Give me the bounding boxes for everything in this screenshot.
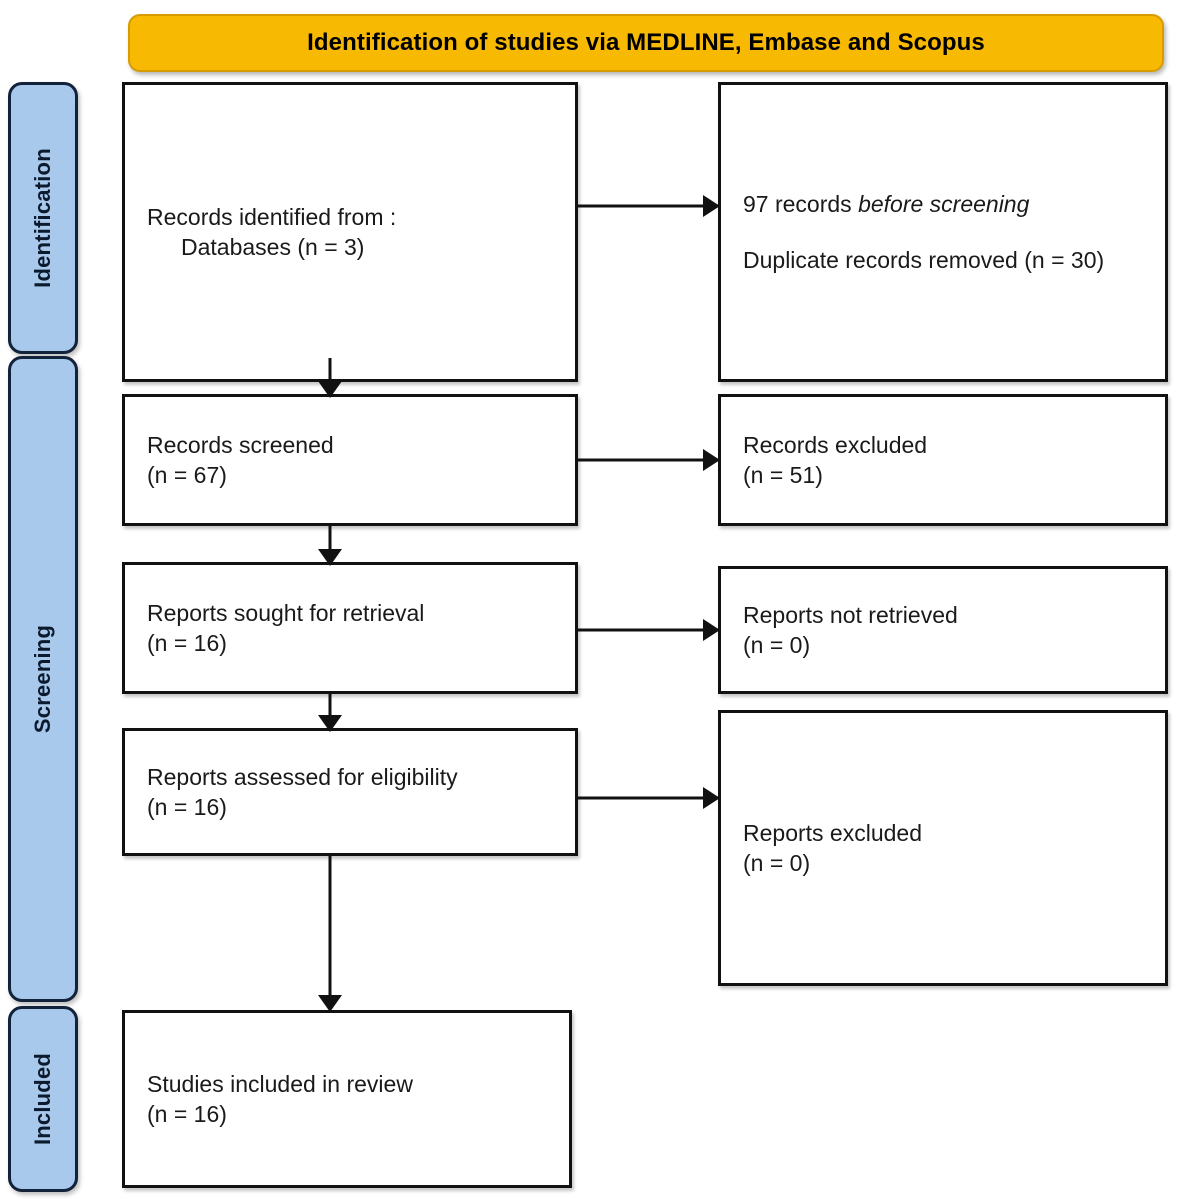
arrow-head-down-icon <box>318 995 342 1012</box>
arrow-head-down-icon <box>318 549 342 566</box>
box-reports-sought: Reports sought for retrieval (n = 16) <box>122 562 578 694</box>
arrow-head-right-icon <box>703 787 720 809</box>
box-reports-sought-line1: Reports sought for retrieval <box>147 599 425 626</box>
box-records-screened-line1: Records screened <box>147 431 334 458</box>
stage-pill-identification: Identification <box>8 82 78 354</box>
arrow-shaft <box>328 692 332 716</box>
box-records-screened-line2: (n = 67) <box>147 462 227 488</box>
before-screening-emphasis: before screening <box>858 190 1030 217</box>
stage-pill-included: Included <box>8 1006 78 1192</box>
arrow-head-right-icon <box>703 195 720 217</box>
box-duplicates-removed-line: Duplicate records removed (n = 30) <box>743 247 1105 273</box>
box-records-excluded: Records excluded (n = 51) <box>718 394 1168 526</box>
box-studies-included-line2: (n = 16) <box>147 1101 227 1127</box>
arrow-identified-to-screened <box>318 358 342 398</box>
box-reports-excluded-line1: Reports excluded <box>743 819 922 846</box>
arrow-head-right-icon <box>703 449 720 471</box>
arrow-shaft <box>328 524 332 550</box>
box-reports-excluded-line2: (n = 0) <box>743 850 811 876</box>
arrow-screened-to-records-excluded <box>578 448 720 472</box>
box-records-screened: Records screened (n = 67) <box>122 394 578 526</box>
box-reports-assessed-line2: (n = 16) <box>147 794 227 820</box>
header-banner: Identification of studies via MEDLINE, E… <box>128 14 1164 72</box>
box-reports-assessed: Reports assessed for eligibility (n = 16… <box>122 728 578 856</box>
box-records-excluded-line2: (n = 51) <box>743 462 823 488</box>
arrow-shaft <box>578 628 720 632</box>
arrow-shaft <box>578 204 720 208</box>
stage-label-included: Included <box>30 1052 55 1146</box>
records-count-text: 97 records <box>743 190 859 217</box>
box-records-identified-line2: Databases (n = 3) <box>181 234 365 260</box>
box-records-before-screening-line1: 97 records before screening <box>743 189 1143 219</box>
arrow-head-right-icon <box>703 619 720 641</box>
arrow-assessed-to-included <box>318 854 342 1012</box>
box-reports-not-retrieved-line1: Reports not retrieved <box>743 601 958 628</box>
box-records-identified: Records identified from : Databases (n =… <box>122 82 578 382</box>
box-reports-not-retrieved-line2: (n = 0) <box>743 632 811 658</box>
arrow-shaft <box>328 358 332 382</box>
box-reports-not-retrieved: Reports not retrieved (n = 0) <box>718 566 1168 694</box>
arrow-shaft <box>578 796 720 800</box>
box-reports-assessed-line1: Reports assessed for eligibility <box>147 763 458 790</box>
box-records-excluded-line1: Records excluded <box>743 431 928 458</box>
stage-pill-screening: Screening <box>8 356 78 1002</box>
box-studies-included: Studies included in review (n = 16) <box>122 1010 572 1188</box>
arrow-screened-to-sought <box>318 524 342 566</box>
header-title: Identification of studies via MEDLINE, E… <box>307 29 985 56</box>
arrow-shaft <box>328 854 332 996</box>
stage-label-screening: Screening <box>30 624 56 734</box>
arrow-head-down-icon <box>318 715 342 732</box>
box-studies-included-line1: Studies included in review <box>147 1070 413 1097</box>
box-reports-sought-line2: (n = 16) <box>147 630 227 656</box>
arrow-sought-to-not-retrieved <box>578 618 720 642</box>
arrow-assessed-to-reports-excluded <box>578 786 720 810</box>
stage-label-identification: Identification <box>30 148 56 288</box>
arrow-head-down-icon <box>318 381 342 398</box>
arrow-sought-to-assessed <box>318 692 342 732</box>
arrow-identified-to-before-screening <box>578 194 720 218</box>
box-reports-excluded: Reports excluded (n = 0) <box>718 710 1168 986</box>
arrow-shaft <box>578 458 720 462</box>
box-records-identified-line1: Records identified from : <box>147 203 397 230</box>
box-records-before-screening: 97 records before screening Duplicate re… <box>718 82 1168 382</box>
